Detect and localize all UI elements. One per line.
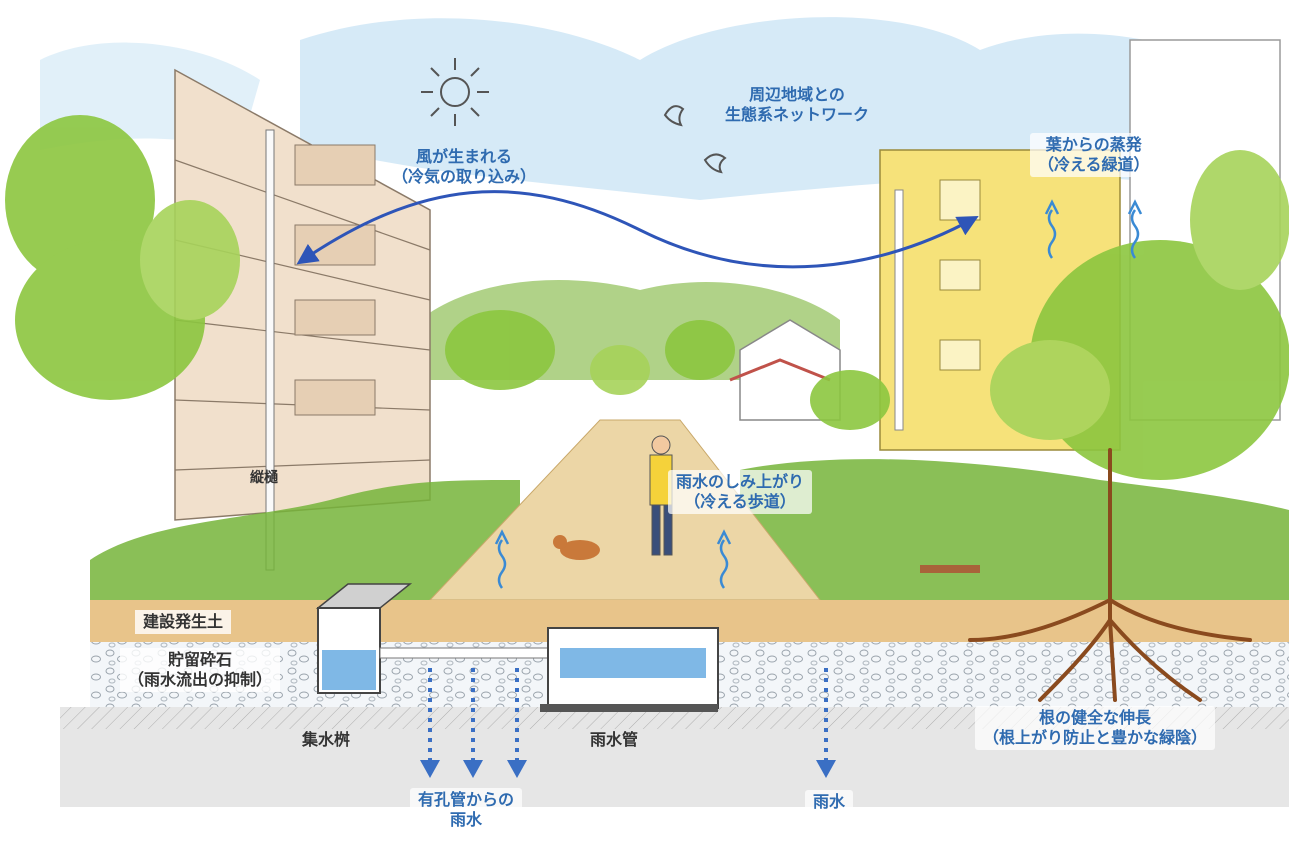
gravel-label: 貯留砕石 （雨水流出の抑制） (120, 648, 281, 692)
root-line2: （根上がり防止と豊かな緑陰） (983, 728, 1208, 747)
perforated-pipe-line2: 雨水 (450, 810, 483, 829)
perforated-pipe-label: 有孔管からの 雨水 (410, 788, 523, 832)
catch-basin-label: 集水桝 (302, 730, 351, 749)
leaf-evaporation-line1: 葉からの蒸発 (1045, 135, 1142, 154)
perforated-pipe (379, 647, 551, 659)
rain-pipe (540, 627, 719, 712)
sun-icon (421, 58, 489, 126)
person (649, 435, 673, 556)
rain-rise-line1: 雨水のしみ上がり (676, 472, 805, 491)
rain-rise-label: 雨水のしみ上がり （冷える歩道） (668, 470, 813, 514)
network-label-line1: 周辺地域との (749, 85, 845, 104)
wind-label-line1: 風が生まれる (416, 147, 513, 166)
wind-label: 風が生まれる （冷気の取り込み） (392, 147, 536, 187)
rain-rise-line2: （冷える歩道） (684, 492, 796, 511)
catch-basin (315, 583, 413, 694)
bird-icon (663, 105, 685, 127)
root-line1: 根の健全な伸長 (1039, 708, 1152, 727)
downspout-label: 縦樋 (250, 470, 278, 486)
arrow-head (420, 760, 836, 778)
wind-label-line2: （冷気の取り込み） (392, 167, 537, 186)
bench (920, 565, 980, 573)
ground-planting (90, 459, 1289, 600)
rain-pipe-label: 雨水管 (590, 730, 639, 749)
downspout (265, 129, 275, 571)
wind-arrow (296, 190, 979, 269)
soil-label: 建設発生土 (135, 610, 232, 634)
bird-icon (703, 153, 727, 174)
dog (553, 535, 600, 560)
network-label-line2: 生態系ネットワーク (725, 105, 870, 124)
greenery (5, 115, 1289, 480)
network-label: 周辺地域との 生態系ネットワーク (725, 85, 869, 125)
wavy-up-arrow-icon (1044, 199, 1143, 259)
leaf-evaporation-label: 葉からの蒸発 （冷える緑道） (1030, 133, 1158, 177)
perforated-pipe-line1: 有孔管からの (418, 790, 515, 809)
wavy-up-arrow-icon (494, 529, 732, 589)
tree-roots (968, 448, 1252, 702)
rainwater-label: 雨水 (805, 790, 854, 814)
gravel-line1: 貯留砕石 (168, 650, 233, 669)
gravel-line2: （雨水流出の抑制） (128, 670, 273, 689)
leaf-evaporation-line2: （冷える緑道） (1038, 155, 1150, 174)
root-label: 根の健全な伸長 （根上がり防止と豊かな緑陰） (975, 706, 1216, 750)
